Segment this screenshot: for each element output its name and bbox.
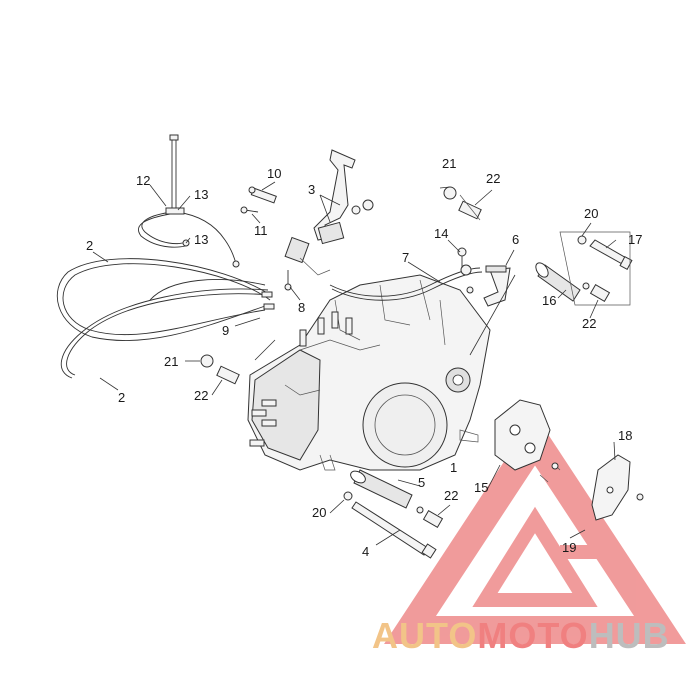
- label-part-20-bottom: 20: [312, 505, 326, 520]
- left-fasteners: [200, 354, 240, 385]
- label-part-6: 6: [512, 232, 519, 247]
- watermark-auto: AUTO: [372, 615, 477, 656]
- engine-block: [247, 274, 491, 471]
- spark-plug-leads: [56, 258, 275, 379]
- label-part-2-bottom: 2: [118, 390, 125, 405]
- top-fasteners: [443, 186, 482, 221]
- crankcase-cover: [362, 382, 448, 468]
- label-part-3: 3: [308, 182, 315, 197]
- label-part-22-left: 22: [194, 388, 208, 403]
- label-part-21-left: 21: [164, 354, 178, 369]
- label-part-22-top: 22: [486, 171, 500, 186]
- label-part-17: 17: [628, 232, 642, 247]
- label-part-10: 10: [267, 166, 281, 181]
- label-part-16: 16: [542, 293, 556, 308]
- label-part-4: 4: [362, 544, 369, 559]
- label-part-13-top: 13: [194, 187, 208, 202]
- label-part-18: 18: [618, 428, 632, 443]
- label-part-11: 11: [254, 223, 268, 238]
- label-part-14: 14: [434, 226, 448, 241]
- label-part-20-right: 20: [584, 206, 598, 221]
- hose-assembly: [138, 134, 240, 268]
- watermark-hub: HUB: [589, 615, 670, 656]
- label-part-7: 7: [402, 250, 409, 265]
- linkage-parts: [240, 186, 292, 291]
- part-labels: 1 2 2 3 4 5 6 7 8 9 10 11 12 13 13 14 15…: [86, 156, 642, 559]
- gear-lever: [284, 149, 374, 276]
- label-part-22-bottom: 22: [444, 488, 458, 503]
- guard-covers: [494, 399, 644, 521]
- watermark-wordmark: AUTOMOTOHUB: [372, 615, 670, 656]
- label-part-1: 1: [450, 460, 457, 475]
- watermark-logo: [384, 414, 686, 644]
- cylinder-studs: [249, 311, 353, 447]
- leader-lines: [92, 181, 617, 546]
- label-part-22-right: 22: [582, 316, 596, 331]
- label-part-21-top: 21: [442, 156, 456, 171]
- cable-and-bracket: [329, 247, 511, 307]
- label-part-2-top: 2: [86, 238, 93, 253]
- label-part-9: 9: [222, 323, 229, 338]
- label-part-12: 12: [136, 173, 150, 188]
- label-part-19: 19: [562, 540, 576, 555]
- bottom-mount-parts: [343, 469, 444, 559]
- svg-text:AUTOMOTOHUB: AUTOMOTOHUB: [372, 615, 670, 656]
- label-part-5: 5: [418, 475, 425, 490]
- watermark-moto: MOTO: [477, 615, 588, 656]
- label-part-15: 15: [474, 480, 488, 495]
- right-mount-parts: [535, 231, 633, 306]
- label-part-8: 8: [298, 300, 305, 315]
- label-part-13-bottom: 13: [194, 232, 208, 247]
